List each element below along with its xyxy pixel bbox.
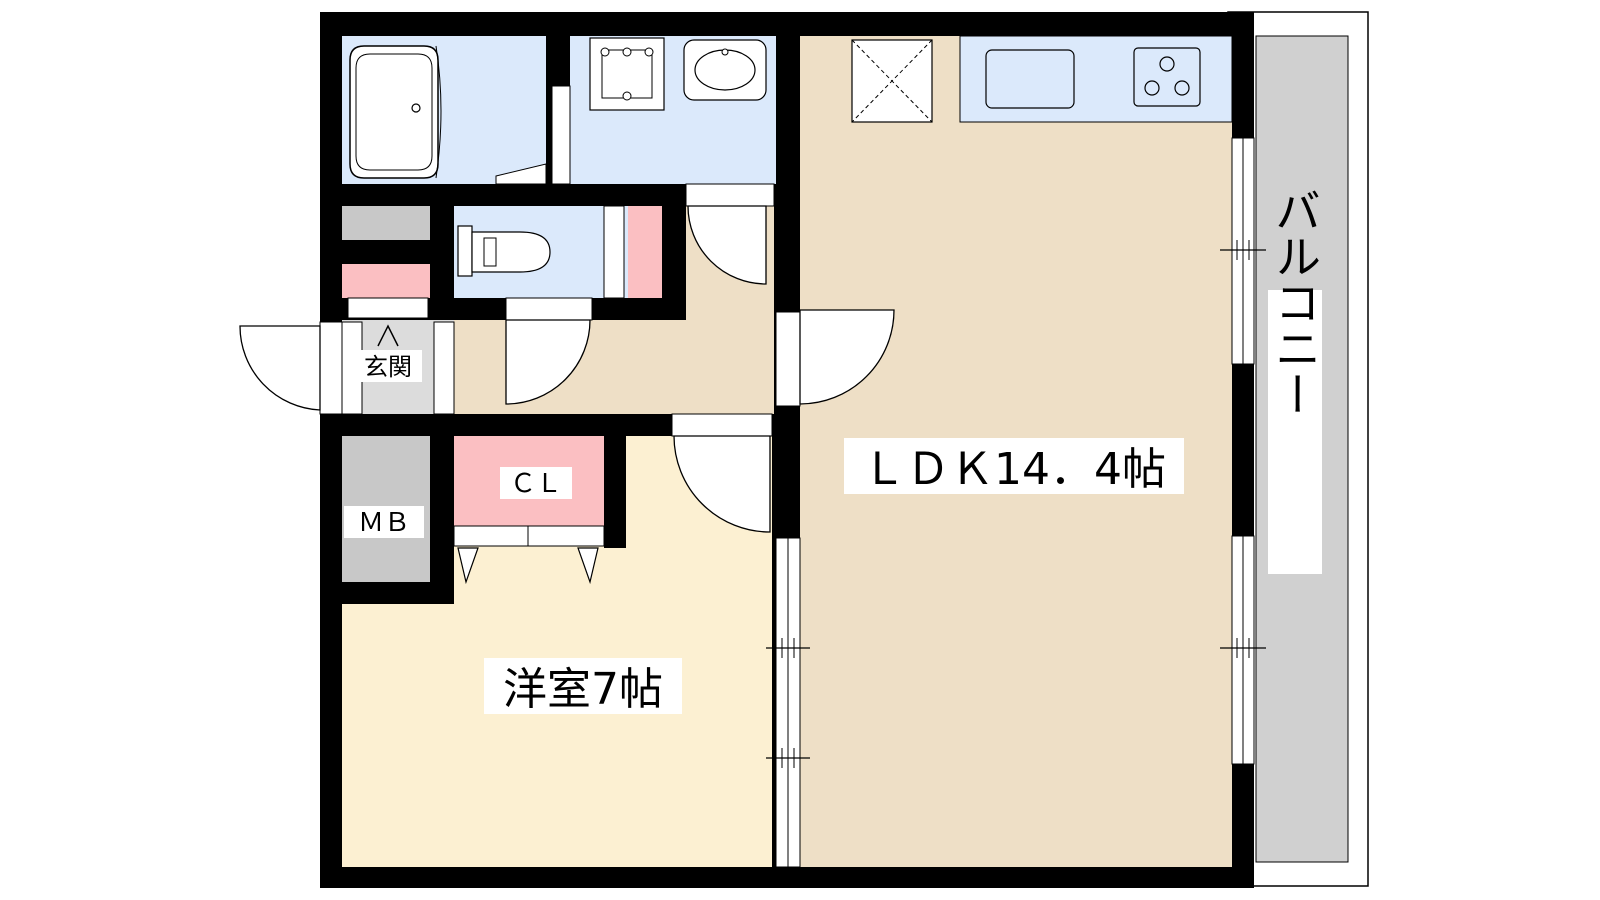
meter-box-label: ＭＢ — [358, 508, 410, 538]
sink-icon — [683, 39, 767, 101]
washroom-door[interactable] — [687, 205, 767, 285]
western-room-label: 洋室7帖 — [503, 664, 663, 715]
ldk-label: ＬＤＫ14．4帖 — [862, 444, 1166, 495]
closet-label: ＣＬ — [510, 469, 562, 499]
toilet-icon — [457, 225, 551, 277]
balcony-label: バルコニー — [1268, 187, 1322, 417]
kitchen-sink-icon — [985, 49, 1075, 109]
washer-icon — [589, 37, 665, 111]
stove-icon — [1133, 47, 1201, 107]
balcony — [1227, 11, 1369, 887]
refrigerator-space-icon — [851, 39, 933, 123]
toilet-door[interactable] — [505, 319, 591, 405]
entrance-label: 玄関 — [364, 353, 412, 381]
storage-upper — [342, 206, 430, 240]
entrance-door[interactable] — [239, 325, 321, 411]
ldk-door[interactable] — [799, 309, 895, 405]
bathtub-icon — [349, 45, 442, 179]
shoe-box — [342, 264, 430, 298]
western-room-door[interactable] — [673, 435, 771, 533]
